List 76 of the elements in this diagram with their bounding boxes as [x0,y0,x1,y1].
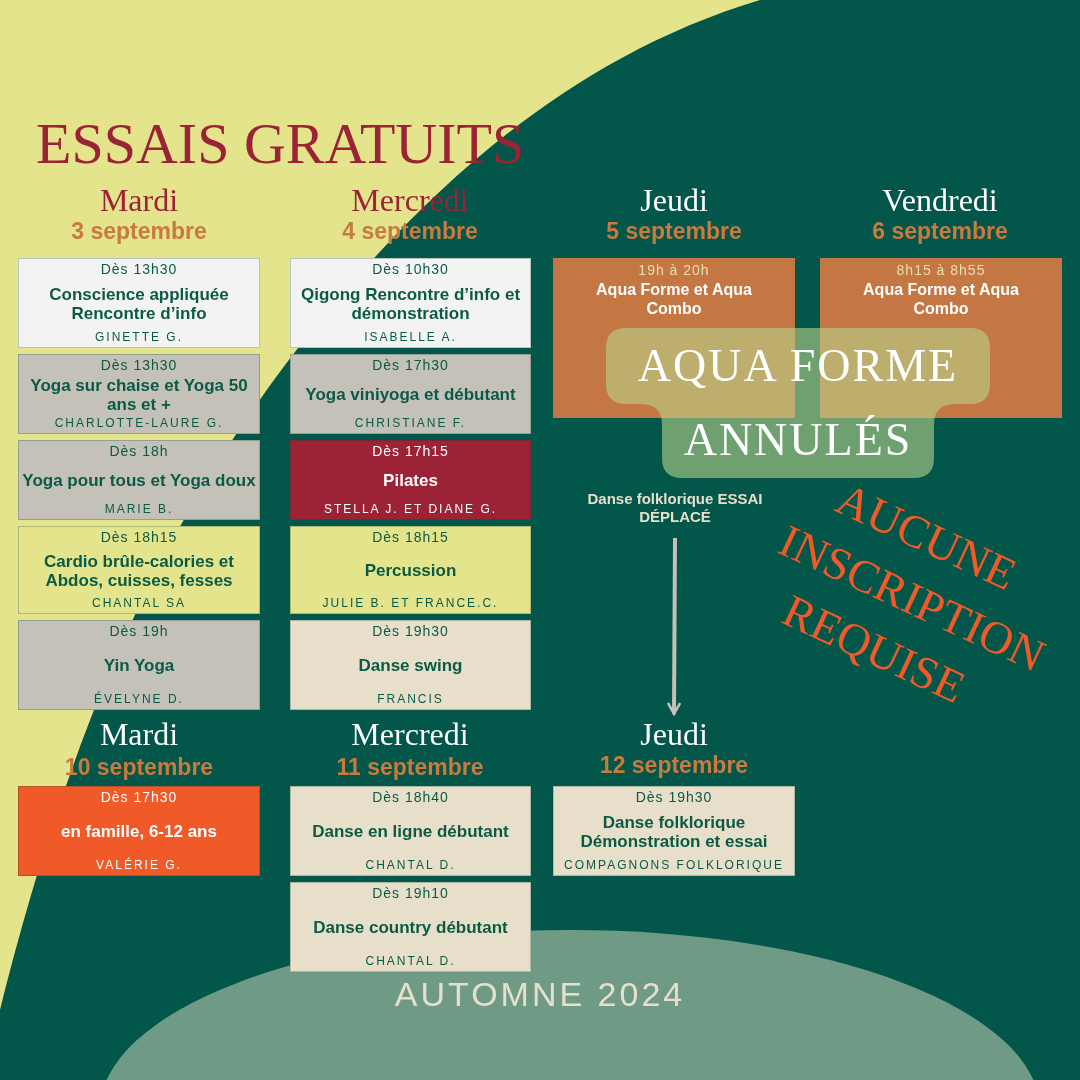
season-caption: AUTOMNE 2024 [393,975,687,1014]
instructor-name: CHANTAL D. [365,858,456,872]
class-card [18,258,260,348]
class-title: Danse en ligne débutant [312,822,509,841]
start-time: Dès 19h10 [372,885,449,901]
day-date: 5 septembre [605,218,743,245]
start-time: Dès 19h [109,623,169,639]
class-card [290,786,531,876]
class-title: Aqua Forme et Aqua Combo [595,280,753,318]
day-date: 12 septembre [598,752,750,779]
class-card [18,620,260,710]
instructor-name: FRANCIS [377,692,444,706]
start-time: Dès 17h30 [100,789,178,805]
start-time: Dès 13h30 [100,357,178,373]
class-title: Aqua Forme et Aqua Combo [862,280,1020,318]
class-card [553,786,795,876]
class-card [18,354,260,434]
banner-text: ANNULÉS [682,413,914,467]
start-time: Dès 18h15 [372,529,449,545]
start-time: Dès 18h40 [372,789,449,805]
class-card [290,526,531,614]
day-name: Mardi [98,716,180,752]
class-title: Pilates [383,471,438,490]
day-name: Vendredi [881,182,999,218]
class-title: Yoga pour tous et Yoga doux [22,471,256,490]
instructor-name: CHRISTIANE F. [354,416,467,430]
class-title: Percussion [364,561,457,580]
instructor-name: CHANTAL SA [92,596,186,610]
start-time: Dès 19h30 [372,623,449,639]
class-title: Qigong Rencontre d’info et démonstration [299,284,522,323]
start-time: Dès 10h30 [372,261,449,277]
day-name: Mardi [98,182,180,218]
start-time: 19h à 20h [637,262,711,278]
class-title: en famille, 6-12 ans [61,822,217,841]
day-name: Jeudi [639,716,709,752]
class-title: Danse country débutant [313,918,508,937]
class-title: Yin Yoga [103,656,175,675]
class-card [290,354,531,434]
instructor-name: CHANTAL D. [365,954,456,968]
instructor-name: MARIE B. [104,502,174,516]
class-card [290,440,531,520]
instructor-name: ISABELLE A. [364,330,457,344]
class-title: Conscience appliquée Rencontre d’info [48,284,230,323]
start-time: Dès 17h15 [372,443,449,459]
instructor-name: ÉVELYNE D. [94,692,184,706]
day-date: 11 septembre [335,754,485,781]
day-date: 3 septembre [70,218,208,245]
banner-text: AQUA FORME [636,339,960,393]
class-title: Yoga viniyoga et débutant [305,385,516,404]
class-title: Yoga sur chaise et Yoga 50 ans et + [29,375,249,414]
class-card [18,786,260,876]
instructor-name: VALÉRIE G. [96,858,182,872]
class-card [18,526,260,614]
instructor-name: CHARLOTTE-LAURE G. [54,416,224,430]
class-card [290,620,531,710]
class-title: Danse swing [358,656,463,675]
class-title: Danse folklorique Démonstration et essai [579,812,769,851]
class-card [290,882,531,972]
class-title: Cardio brûle-calories et Abdos, cuisses, fesses [43,551,235,590]
instructor-name: JULIE B. ET FRANCE.C. [322,596,499,610]
start-time: Dès 17h30 [372,357,449,373]
instructor-name: STELLA J. ET DIANE G. [323,502,498,516]
start-time: Dès 13h30 [100,261,178,277]
note-text: Danse folklorique ESSAI DÉPLACÉ [586,490,764,526]
day-name: Jeudi [639,182,709,218]
start-time: Dès 18h [109,443,169,459]
instructor-name: COMPAGNONS FOLKLORIQUE [564,858,784,872]
class-card [18,440,260,520]
start-time: Dès 18h15 [100,529,178,545]
start-time: 8h15 à 8h55 [895,262,987,278]
start-time: Dès 19h30 [635,789,713,805]
day-name: Mercredi [350,716,470,752]
instructor-name: GINETTE G. [95,330,183,344]
class-card [290,258,531,348]
arrow [666,538,682,716]
day-date: 6 septembre [871,218,1009,245]
